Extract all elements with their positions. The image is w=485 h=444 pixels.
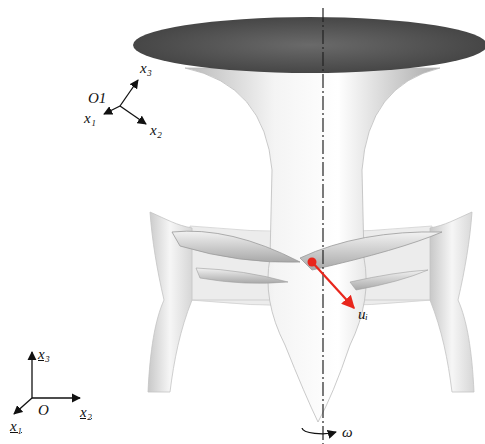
axis-label: x₁ <box>10 418 22 435</box>
axis-label: x₃ <box>38 346 50 363</box>
axis-label: x₂ <box>80 404 92 421</box>
rotation-label: ω <box>342 424 353 441</box>
vector-label: uᵢ <box>358 306 368 323</box>
blade <box>350 270 428 290</box>
housing-wall <box>430 212 474 392</box>
velocity-vector <box>312 262 354 308</box>
point-marker <box>308 258 317 267</box>
blade <box>172 231 300 262</box>
rotation-arrow <box>302 428 336 434</box>
blade <box>196 268 288 283</box>
axis-label: x₂ <box>150 122 162 139</box>
origin-label: O1 <box>88 90 106 107</box>
blade <box>300 232 442 270</box>
axis-label: x₁ <box>84 110 96 127</box>
local-frame <box>104 80 146 124</box>
rotation-axis <box>322 8 323 444</box>
origin-label: O <box>38 402 49 419</box>
axis-label: x₃ <box>140 60 152 77</box>
top-cover <box>133 17 485 73</box>
